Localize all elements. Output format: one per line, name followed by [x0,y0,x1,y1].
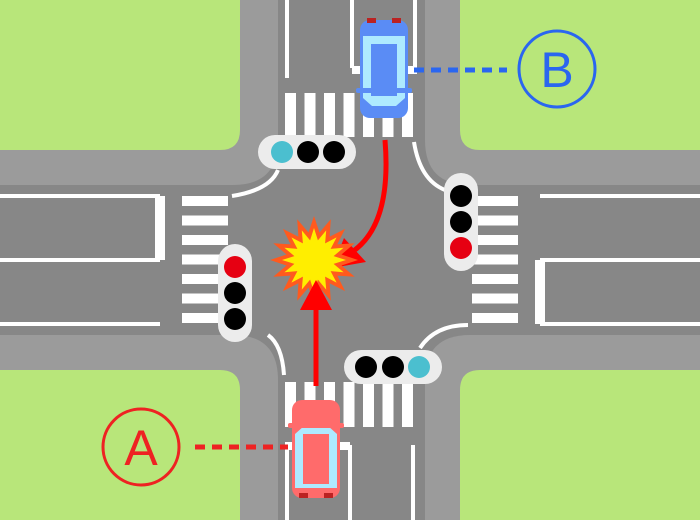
crosswalk-stripe [343,382,355,427]
crosswalk-stripe [285,382,296,427]
crosswalk-stripe [472,274,518,284]
collision-burst-icon [270,216,358,304]
crosswalk-stripe [472,313,518,323]
vehicle-b-car [356,18,412,118]
traffic-light-east [444,173,478,271]
crosswalk-stripe [382,382,394,427]
crosswalk-stripe [324,93,335,137]
crosswalk-stripe [182,313,228,323]
crosswalk-stripe [402,382,413,427]
crosswalk-stripe [402,93,413,137]
crosswalk-stripe [363,382,374,427]
vehicle-b-label: B [414,29,597,109]
crosswalk-stripe [472,215,518,226]
crosswalk-stripe [472,254,518,265]
crosswalk-stripe [182,215,228,226]
vehicle-a-car [288,400,344,498]
crosswalk-stripe [343,93,355,137]
crosswalk-stripe [182,293,228,304]
crosswalk-stripe [304,93,316,137]
traffic-light-south [344,350,442,384]
label-a-text: A [124,420,158,476]
crosswalk-stripe [182,254,228,265]
crosswalk-stripe [285,93,296,137]
crosswalk-stripe [182,274,228,284]
crosswalk-stripe [472,235,518,245]
label-b-text: B [540,42,573,98]
vehicle-a-label: A [101,407,288,487]
crosswalk-stripe [472,293,518,304]
path-arrow-a [300,280,332,386]
traffic-light-west [218,244,252,342]
traffic-light-north [258,135,356,169]
crosswalk-stripe [472,196,518,206]
crosswalk-stripe [182,196,228,206]
crosswalk-stripe [182,235,228,245]
